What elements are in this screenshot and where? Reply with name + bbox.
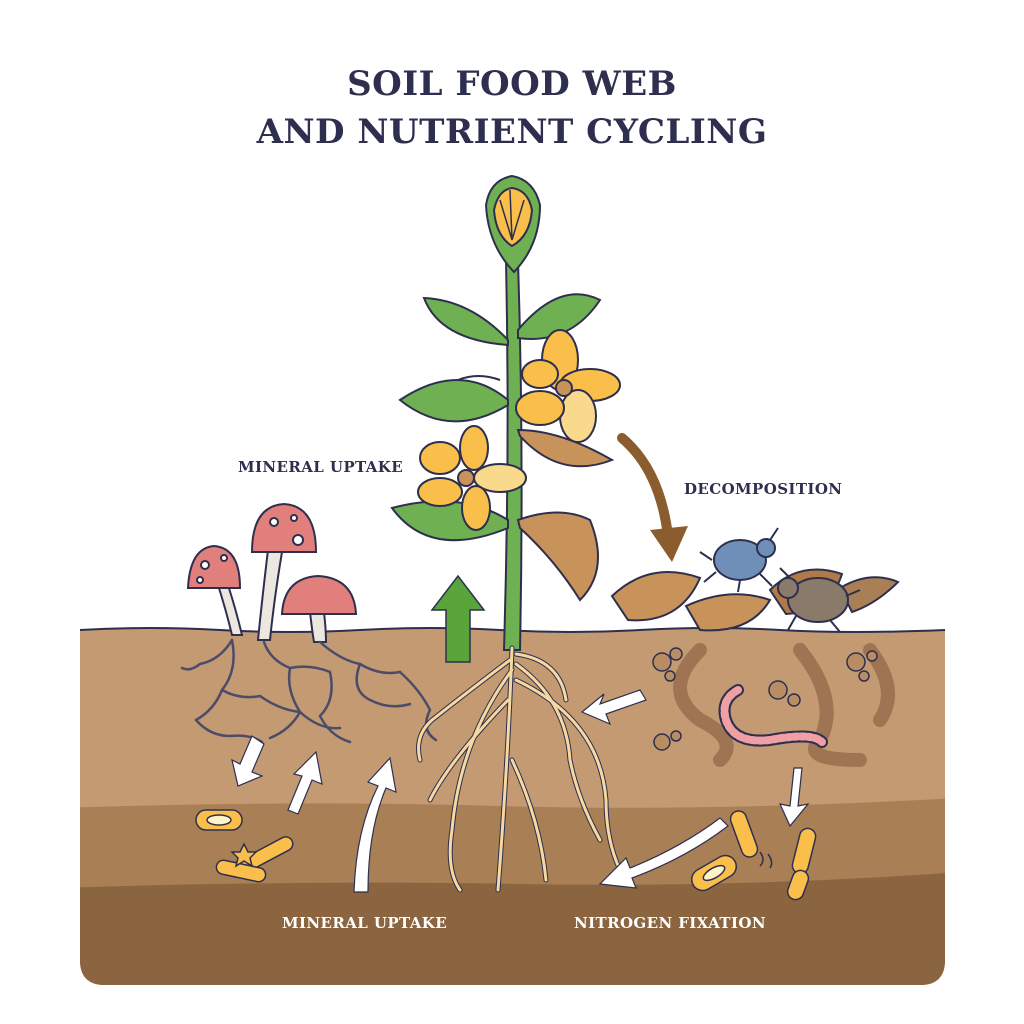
soil-pebbles <box>652 647 878 751</box>
arrow-up-green <box>430 574 486 663</box>
label-nitrogen-fixation: NITROGEN FIXATION <box>574 914 766 932</box>
flow-arrows-white <box>231 689 810 893</box>
plant-icon <box>390 174 621 651</box>
bacteria-icon <box>690 810 817 901</box>
mushroom-icon <box>186 502 358 643</box>
arrow-decomposition <box>617 433 673 541</box>
label-decomposition: DECOMPOSITION <box>684 480 843 498</box>
flower-icon <box>515 329 621 443</box>
label-mineral-uptake-bottom: MINERAL UPTAKE <box>282 914 448 932</box>
beetle-icon <box>777 567 861 633</box>
label-mineral-uptake-top: MINERAL UPTAKE <box>238 458 404 476</box>
leaf-litter-icon <box>610 568 900 632</box>
beetle-icon <box>699 527 779 593</box>
mycelium-network <box>180 638 438 744</box>
bacteria-icon <box>195 809 294 883</box>
flower-icon <box>417 425 527 531</box>
diagram-title-line2: AND NUTRIENT CYCLING <box>256 112 768 152</box>
diagram-title-line1: SOIL FOOD WEB <box>347 64 677 104</box>
